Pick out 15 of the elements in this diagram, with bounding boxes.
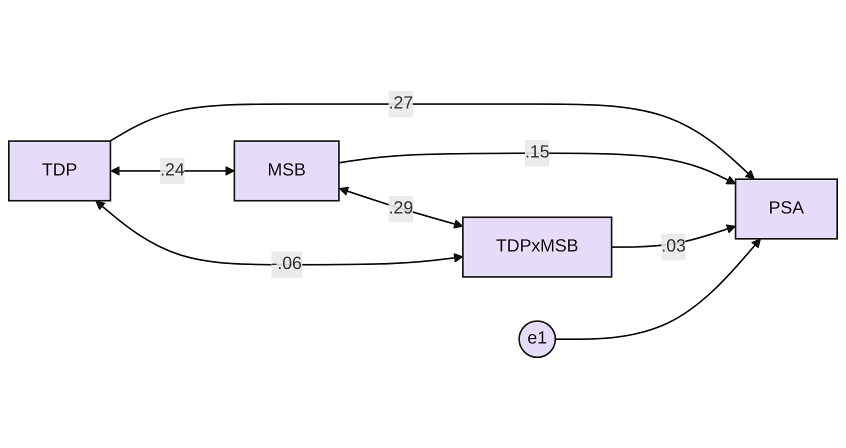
edge-label: .27 xyxy=(388,94,414,113)
node-circle: e1 xyxy=(518,320,556,358)
arrow xyxy=(338,152,736,184)
arrow xyxy=(555,238,761,340)
arrow xyxy=(95,200,464,266)
node-box: TDPxMSB xyxy=(462,216,612,278)
edge-label: .15 xyxy=(524,143,550,162)
node-box: TDP xyxy=(8,140,112,202)
node-box: MSB xyxy=(234,140,340,202)
arrow xyxy=(338,186,464,229)
edge-label: .03 xyxy=(661,237,686,256)
node-box: PSA xyxy=(734,178,838,240)
edge-label: .24 xyxy=(160,160,185,180)
edge-label: -.06 xyxy=(271,254,302,274)
edge-label: .29 xyxy=(388,198,414,218)
